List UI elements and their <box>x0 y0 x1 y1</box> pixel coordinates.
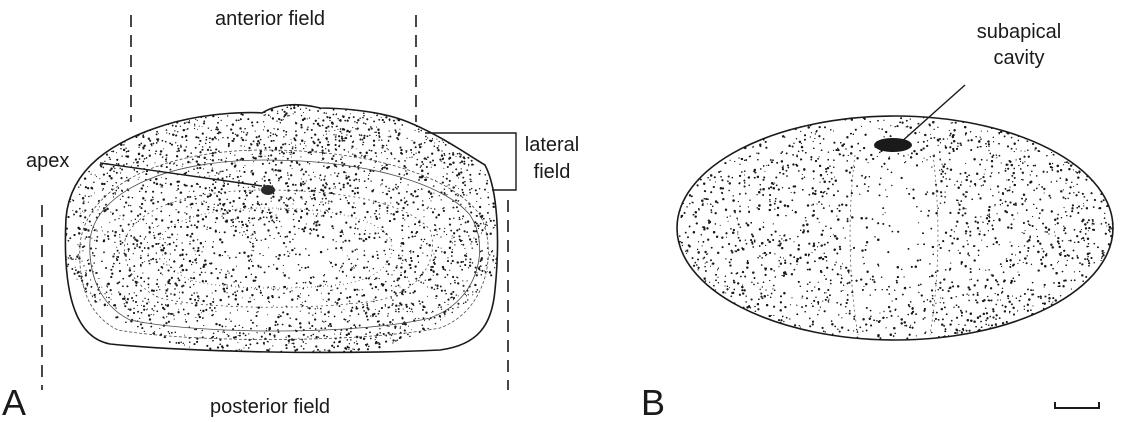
posterior-field-label: posterior field <box>210 396 330 418</box>
panel-b-letter: B <box>641 382 665 422</box>
subapical-cavity-label-line1: subapical <box>977 21 1062 43</box>
panel-a-letter: A <box>2 382 26 422</box>
lateral-field-label-line1: lateral <box>525 134 579 156</box>
lateral-field-label-line2: field <box>534 161 571 183</box>
subapical-leader-line <box>900 85 965 143</box>
apex-leader-line <box>100 163 262 186</box>
panel-a: anterior field posterior field apex late… <box>2 8 579 422</box>
panel-b: subapical cavity B <box>641 21 1113 422</box>
panel-b-central-band <box>850 155 938 335</box>
subapical-cavity-label-line2: cavity <box>993 47 1044 69</box>
panel-a-apex-mark <box>261 185 275 195</box>
panel-a-growth-rings <box>80 150 489 340</box>
subapical-cavity-mark <box>874 138 912 152</box>
panel-a-shell-outline <box>65 105 497 353</box>
panel-a-stipple <box>57 100 507 360</box>
panel-a-field-boundaries <box>42 15 508 390</box>
scale-bar <box>1055 402 1099 408</box>
apex-label: apex <box>26 150 69 172</box>
anterior-field-label: anterior field <box>215 8 325 30</box>
